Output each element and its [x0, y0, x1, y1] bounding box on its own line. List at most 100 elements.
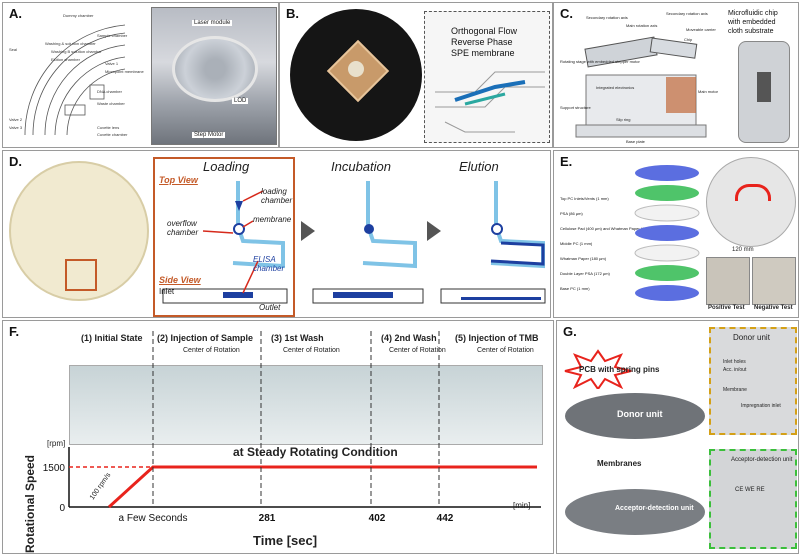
c-caption-2: with embedded: [728, 19, 776, 26]
panel-a-schematic: Dummy chamber Sample chamber Washing & s…: [9, 13, 144, 137]
e-layer-0: Top PC Inlets/Vents (1 mm): [560, 196, 609, 201]
panel-b: B. Orthogonal Flow Reverse Phase SPE mem…: [279, 2, 553, 148]
d-ann-loading: loading chamber: [261, 187, 293, 205]
panel-f-photos: [69, 365, 543, 445]
panel-e-layer-labels: Top PC Inlets/Vents (1 mm) PSA (86 µm) C…: [560, 191, 657, 296]
a-photo-lod: LOD: [232, 98, 249, 104]
panel-f-label: F.: [9, 324, 20, 339]
a-label-2: Washing & solution chamber: [45, 41, 96, 46]
g-membranes: Membranes: [597, 459, 642, 468]
a-label-13: Cuvette chamber: [97, 132, 128, 137]
c-label-main: Main rotation axis: [626, 23, 657, 28]
panel-b-label: B.: [286, 6, 299, 21]
c-label-slip: Slip ring: [616, 117, 630, 122]
panel-c-device: Secondary rotation axis Main rotation ax…: [560, 11, 719, 144]
c-label-stage: Rotating stage with embedded stepper mot…: [560, 59, 640, 64]
b-callout-2: Reverse Phase: [451, 37, 513, 47]
a-label-12: Cuvette lens: [97, 125, 119, 130]
e-negative: Negative Test: [754, 305, 793, 311]
g-zoom-donor-title: Donor unit: [733, 333, 770, 342]
f-state-3: (3) 1st Wash: [271, 333, 324, 343]
g-zoom-acceptor: Acceptor-detection unit CE WE RE: [709, 449, 797, 549]
f-xtick-3: 442: [437, 513, 454, 524]
panel-a-label: A.: [9, 6, 22, 21]
d-ann-outlet: Outlet: [259, 303, 281, 312]
e-dimension: 120 mm: [732, 247, 754, 253]
panel-g-label: G.: [563, 324, 577, 339]
d-top-view: Top View: [159, 175, 198, 185]
a-label-9: Valve 3: [9, 125, 23, 130]
f-center-2: Center of Rotation: [183, 347, 240, 354]
d-step-elution: Elution: [459, 159, 499, 174]
f-state-2: (2) Injection of Sample: [157, 333, 254, 343]
g-zoom-membrane: Membrane: [723, 387, 747, 393]
c-caption-1: Microfluidic chip: [728, 10, 778, 17]
g-zoom-electrodes: CE WE RE: [735, 487, 765, 493]
d-step-loading: Loading: [203, 159, 250, 174]
panel-a: A. Dummy chamber Sample chamber Washing …: [2, 2, 279, 148]
f-xlabel: Time [sec]: [253, 533, 318, 548]
c-caption-3: cloth substrate: [728, 28, 774, 35]
a-label-11: Waste chamber: [97, 101, 126, 106]
a-label-7: Seal: [9, 47, 17, 52]
g-donor-unit: Donor unit: [617, 409, 663, 419]
f-xunit: [min]: [513, 501, 531, 510]
g-zoom-donor: Donor unit Inlet holes Acc. in/out Membr…: [709, 327, 797, 435]
e-layer-5: Double Layer PSA (172 µm): [560, 271, 610, 276]
f-center-3: Center of Rotation: [283, 347, 340, 354]
d-ann-inlet: Inlet: [159, 287, 175, 296]
f-state-5: (5) Injection of TMB: [455, 333, 539, 343]
c-label-integrated: Integrated electronics: [596, 85, 634, 90]
a-label-10: DNA chamber: [97, 89, 123, 94]
panel-e-negative-photo: [752, 257, 796, 305]
b-callout-3: SPE membrane: [451, 48, 515, 58]
f-speed-line: [107, 465, 537, 509]
e-positive: Positive Test: [708, 305, 745, 311]
a-photo-laser: Laser module: [192, 20, 233, 26]
a-label-4: Elution chamber: [51, 57, 81, 62]
d-ann-elisa: ELISA chamber: [253, 255, 285, 273]
a-label-8: Valve 2: [9, 117, 23, 122]
g-acceptor-disc: [565, 489, 705, 535]
panel-e-label: E.: [560, 154, 573, 169]
panel-e-stack: [634, 165, 700, 301]
a-label-0: Dummy chamber: [63, 13, 94, 18]
g-zoom-impregnation: Impregnation inlet: [741, 403, 781, 409]
panel-g: G. PCB with spring pins Donor unit Membr…: [556, 320, 799, 554]
panel-c-label: C.: [560, 6, 573, 21]
panel-d-label: D.: [9, 154, 22, 169]
panel-b-zoom: Orthogonal Flow Reverse Phase SPE membra…: [424, 11, 550, 143]
f-ytick-1: 0: [59, 503, 65, 514]
g-acceptor: Acceptor-detection unit: [615, 505, 694, 512]
c-label-sec2: Secondary rotation axis: [666, 11, 708, 16]
panel-c-chip-image: [738, 41, 790, 143]
c-label-sec1: Secondary rotation axis: [586, 15, 628, 20]
panel-d: D. Loading Incubation Elution Top View S…: [2, 150, 551, 318]
g-donor-disc: [565, 393, 705, 439]
panel-d-disc: [9, 161, 149, 301]
g-zoom-inlet: Inlet holes: [723, 359, 746, 365]
e-layer-6: Base PC (1 mm): [560, 286, 590, 291]
c-label-base: Base plate: [626, 139, 646, 144]
panel-e-disc-photo: [706, 157, 796, 247]
f-ylabel: Rotational Speed: [23, 454, 38, 554]
d-step-incubation: Incubation: [331, 159, 391, 174]
c-label-chip: Chip: [684, 37, 693, 42]
panel-b-disc: [290, 9, 422, 141]
f-xtick-0: a Few Seconds: [119, 513, 188, 524]
g-zoom-acceptor-title: Acceptor-detection unit: [731, 457, 793, 463]
g-pcb: PCB with spring pins: [579, 365, 660, 374]
panel-e-positive-photo: [706, 257, 750, 305]
e-layer-3: Middle PC (1 mm): [560, 241, 593, 246]
a-label-3: Washing B solution chamber: [51, 49, 102, 54]
d-ann-membrane: membrane: [253, 215, 292, 224]
c-label-carrier: Moveable carrier: [686, 27, 716, 32]
panel-d-step-box: [153, 157, 295, 317]
panel-g-pcb: [564, 349, 632, 389]
e-layer-2: Cellulose Pad (400 µm) and Whatman Paper…: [560, 226, 657, 231]
a-label-1: Sample chamber: [97, 33, 128, 38]
panel-f: F. (1) Initial State (2) Injection of Sa…: [2, 320, 554, 554]
a-label-5: Valve 1: [105, 61, 119, 66]
e-layer-4: Whatman Paper (180 µm): [560, 256, 607, 261]
